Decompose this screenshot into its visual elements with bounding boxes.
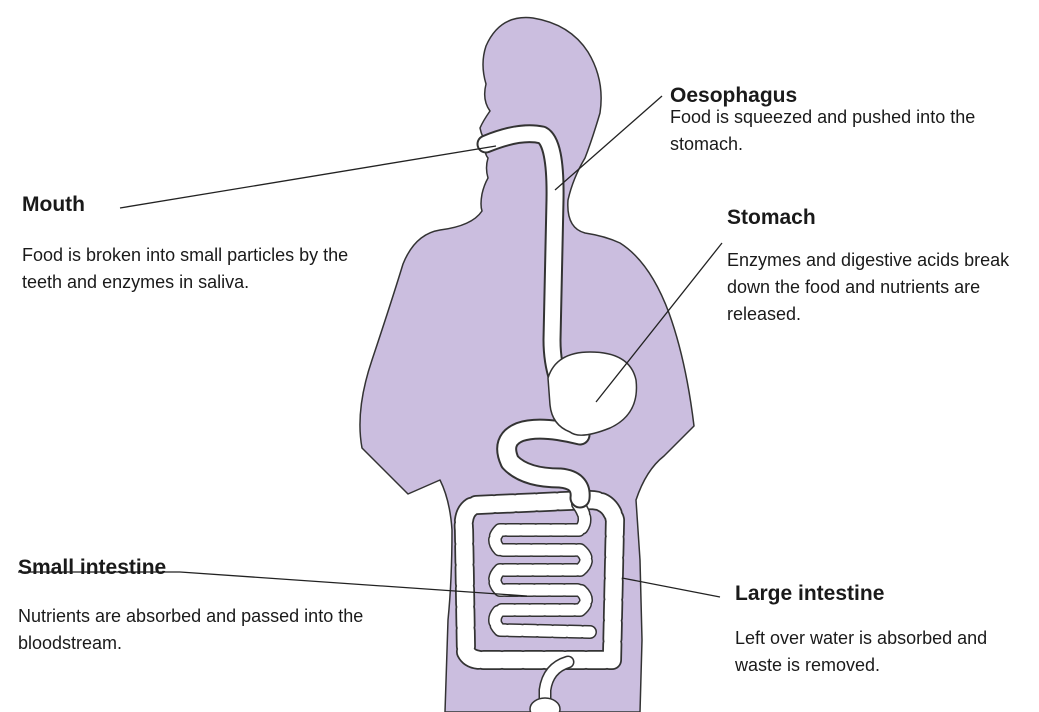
mouth-description: Food is broken into small particles by t…	[22, 242, 382, 296]
oesophagus-description: Food is squeezed and pushed into the sto…	[670, 104, 1000, 158]
stomach-description: Enzymes and digestive acids break down t…	[727, 247, 1017, 328]
large-intestine-description: Left over water is absorbed and waste is…	[735, 625, 1035, 679]
mouth-label: Mouth	[22, 193, 85, 217]
stomach-label: Stomach	[727, 206, 816, 230]
large-intestine-label: Large intestine	[735, 582, 884, 606]
small-intestine-description: Nutrients are absorbed and passed into t…	[18, 603, 388, 657]
small-intestine-label: Small intestine	[18, 556, 166, 580]
mouth-leader-line	[120, 146, 496, 208]
